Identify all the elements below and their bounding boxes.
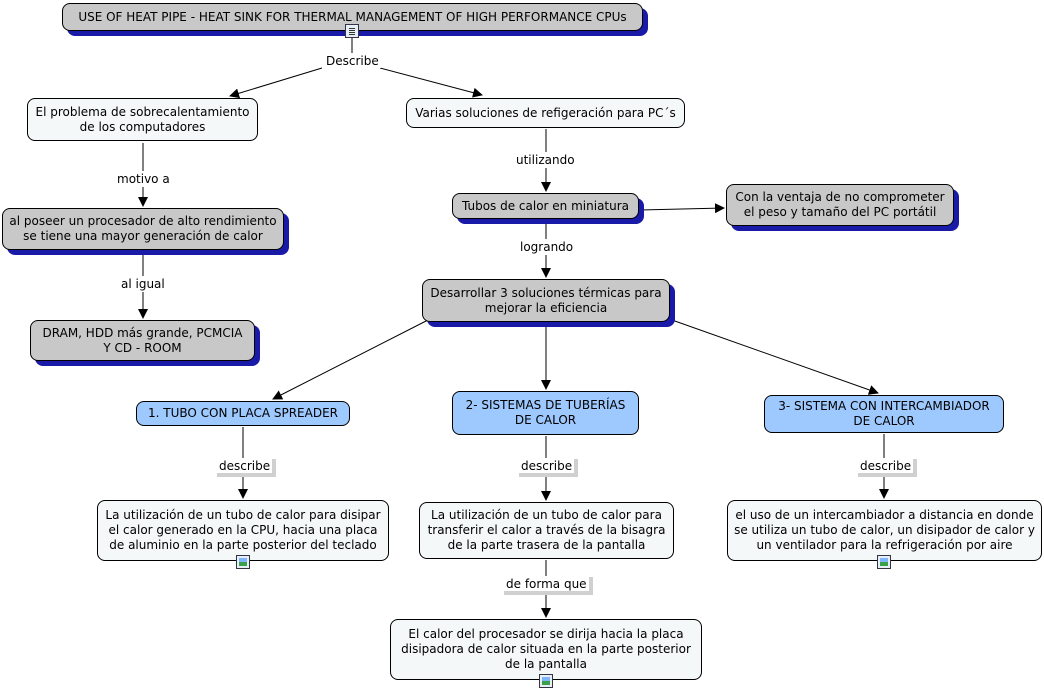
image-icon[interactable] [539,674,553,688]
link-label-describe-2: describe [519,459,579,477]
node-develop-text: Desarrollar 3 soluciones térmicas para m… [430,285,662,315]
link-label-describe-1: describe [217,459,277,477]
node-tubes[interactable]: Tubos de calor en miniatura [452,193,639,219]
node-dram[interactable]: DRAM, HDD más grande, PCMCIA Y CD - ROOM [30,320,255,361]
node-title-text: USE OF HEAT PIPE - HEAT SINK FOR THERMAL… [78,9,627,24]
node-result-text: El calor del procesador se dirija hacia … [401,627,691,671]
link-label-motivo: motivo a [115,172,172,186]
node-tubes-text: Tubos de calor en miniatura [461,198,630,213]
node-desc1-text: La utilización de un tubo de calor para … [105,508,381,552]
node-problem-text: El problema de sobrecalentamiento de los… [35,104,250,134]
link-label-describe-3: describe [858,459,918,477]
node-desc1[interactable]: La utilización de un tubo de calor para … [97,500,389,561]
node-dram-text: DRAM, HDD más grande, PCMCIA Y CD - ROOM [42,325,243,355]
edge-develop-sol3 [671,319,879,395]
node-sol2-text: 2- SISTEMAS DE TUBERÍAS DE CALOR [465,398,626,427]
node-desc3-text: el uso de un intercambiador a distancia … [734,508,1035,552]
link-label-al-igual: al igual [119,277,167,291]
node-advantage[interactable]: Con la ventaja de no comprometer el peso… [726,184,954,226]
edge-develop-sol1 [272,319,429,400]
link-label-utilizando: utilizando [514,153,577,167]
node-sol1[interactable]: 1. TUBO CON PLACA SPREADER [136,401,350,426]
node-desc2[interactable]: La utilización de un tubo de calor para … [419,502,674,559]
node-desc3[interactable]: el uso de un intercambiador a distancia … [727,500,1042,561]
node-sol3-text: 3- SISTEMA CON INTERCAMBIADOR DE CALOR [778,399,990,428]
node-desc2-text: La utilización de un tubo de calor para … [427,508,666,552]
document-icon[interactable] [345,24,359,38]
image-icon[interactable] [236,555,250,569]
node-develop[interactable]: Desarrollar 3 soluciones térmicas para m… [422,279,670,322]
node-sol2[interactable]: 2- SISTEMAS DE TUBERÍAS DE CALOR [452,391,639,435]
link-label-describe: Describe [324,54,381,68]
link-label-logrando: logrando [518,240,576,254]
node-sol3[interactable]: 3- SISTEMA CON INTERCAMBIADOR DE CALOR [764,395,1004,433]
node-result[interactable]: El calor del procesador se dirija hacia … [390,619,702,680]
edge-describe-problem [229,67,323,99]
node-processor[interactable]: al poseer un procesador de alto rendimie… [2,208,284,250]
node-sol1-text: 1. TUBO CON PLACA SPREADER [147,406,338,420]
node-advantage-text: Con la ventaja de no comprometer el peso… [735,190,945,219]
node-solutions[interactable]: Varias soluciones de refigeración para P… [406,98,685,128]
node-problem[interactable]: El problema de sobrecalentamiento de los… [27,98,258,141]
edge-tubes-advantage [639,203,725,214]
edge-describe-solutions [379,67,483,98]
node-processor-text: al poseer un procesador de alto rendimie… [9,214,277,243]
link-label-de-forma-que: de forma que [504,577,593,595]
node-solutions-text: Varias soluciones de refigeración para P… [415,105,676,120]
image-icon[interactable] [877,555,891,569]
